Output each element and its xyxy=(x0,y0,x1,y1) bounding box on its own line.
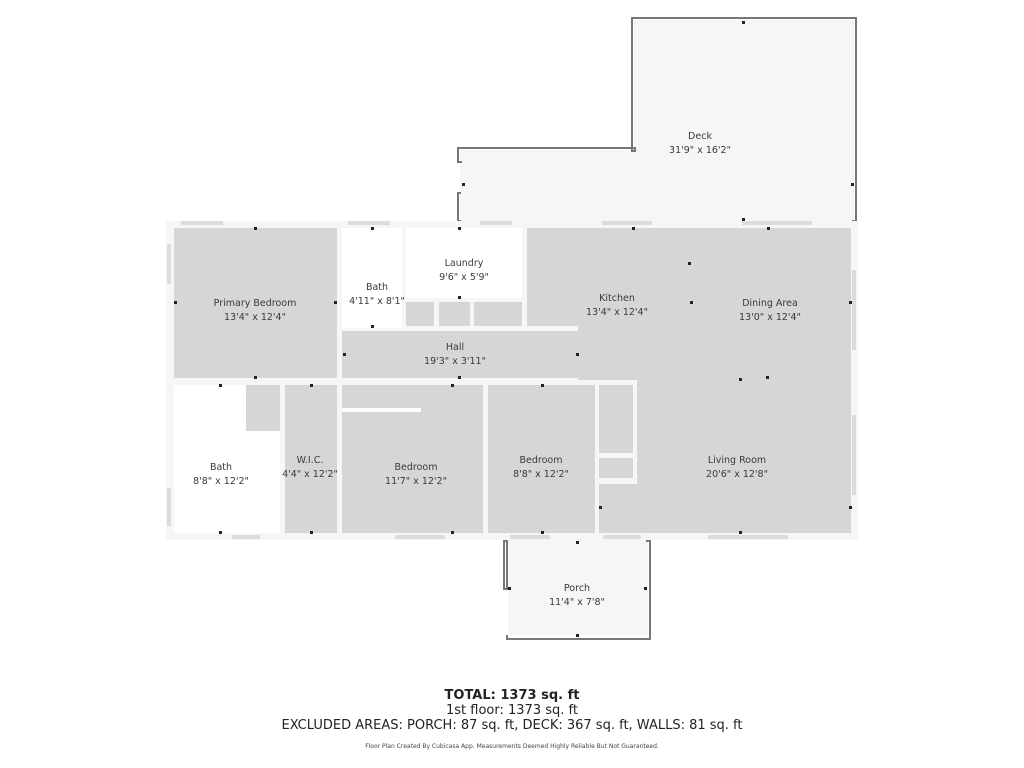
measure-mark xyxy=(849,506,852,509)
window xyxy=(603,535,641,539)
laundry xyxy=(406,228,522,298)
floor-area: 1st floor: 1373 sq. ft xyxy=(446,703,578,718)
measure-mark xyxy=(688,262,691,265)
measure-mark xyxy=(310,384,313,387)
walk-in-closet xyxy=(285,385,337,533)
measure-mark xyxy=(742,21,745,24)
measure-mark xyxy=(371,227,374,230)
porch-wall-right xyxy=(646,540,651,640)
bedroom-2 xyxy=(488,385,595,533)
deck-area-lower xyxy=(460,150,854,225)
window xyxy=(510,535,550,539)
measure-mark xyxy=(742,218,745,221)
measure-mark xyxy=(508,587,511,590)
window xyxy=(742,221,812,225)
excluded-areas: EXCLUDED AREAS: PORCH: 87 sq. ft, DECK: … xyxy=(281,718,743,733)
primary-bedroom xyxy=(174,228,337,378)
measure-mark xyxy=(458,227,461,230)
window xyxy=(852,270,856,350)
living-room-entry xyxy=(599,484,639,533)
measure-mark xyxy=(310,531,313,534)
measure-mark xyxy=(174,301,177,304)
window xyxy=(395,535,445,539)
measure-mark xyxy=(451,531,454,534)
window xyxy=(181,221,223,225)
kitchen xyxy=(527,228,851,326)
porch-wall-left xyxy=(503,540,508,590)
measure-mark xyxy=(451,384,454,387)
measure-mark xyxy=(851,183,854,186)
hall xyxy=(342,331,642,378)
measure-mark xyxy=(219,384,222,387)
deck-wall-right xyxy=(852,17,857,222)
measure-mark xyxy=(343,353,346,356)
measure-mark xyxy=(541,531,544,534)
measure-mark xyxy=(254,376,257,379)
window xyxy=(167,488,171,526)
window xyxy=(602,221,652,225)
window xyxy=(480,221,512,225)
porch-area xyxy=(508,540,648,635)
measure-mark xyxy=(739,531,742,534)
bath-vanity xyxy=(246,385,280,431)
window xyxy=(852,415,856,495)
measure-mark xyxy=(632,227,635,230)
window xyxy=(708,535,788,539)
measure-mark xyxy=(541,384,544,387)
window xyxy=(167,244,171,284)
disclaimer: Floor Plan Created By Cubicasa App. Meas… xyxy=(365,743,659,750)
window xyxy=(348,221,390,225)
deck-wall-left-lower xyxy=(457,192,461,222)
laundry-cabinet-1 xyxy=(406,302,434,326)
total-area: TOTAL: 1373 sq. ft xyxy=(444,688,580,703)
measure-mark xyxy=(576,353,579,356)
measure-mark xyxy=(219,531,222,534)
deck-wall-left xyxy=(457,147,462,163)
living-room xyxy=(637,378,851,533)
measure-mark xyxy=(458,296,461,299)
closet-1 xyxy=(599,385,633,453)
porch-wall-bottom xyxy=(506,635,651,640)
window xyxy=(232,535,260,539)
measure-mark xyxy=(644,587,647,590)
measure-mark xyxy=(690,301,693,304)
measure-mark xyxy=(334,301,337,304)
measure-mark xyxy=(739,378,742,381)
measure-mark xyxy=(371,325,374,328)
measure-mark xyxy=(254,227,257,230)
measure-mark xyxy=(599,506,602,509)
closet-2 xyxy=(599,458,633,478)
measure-mark xyxy=(766,376,769,379)
measure-mark xyxy=(576,634,579,637)
deck-wall-inner xyxy=(631,17,636,152)
deck-wall-step xyxy=(457,147,636,152)
measure-mark xyxy=(462,183,465,186)
laundry-cabinet-2 xyxy=(439,302,470,326)
measure-mark xyxy=(576,541,579,544)
laundry-cabinet-3 xyxy=(474,302,522,326)
measure-mark xyxy=(458,376,461,379)
bath-upper xyxy=(342,228,402,328)
measure-mark xyxy=(767,227,770,230)
bedroom-1-closet-gap xyxy=(342,408,421,412)
measure-mark xyxy=(849,301,852,304)
room-label-wic: W.I.C.4'4" x 12'2" xyxy=(282,455,338,480)
